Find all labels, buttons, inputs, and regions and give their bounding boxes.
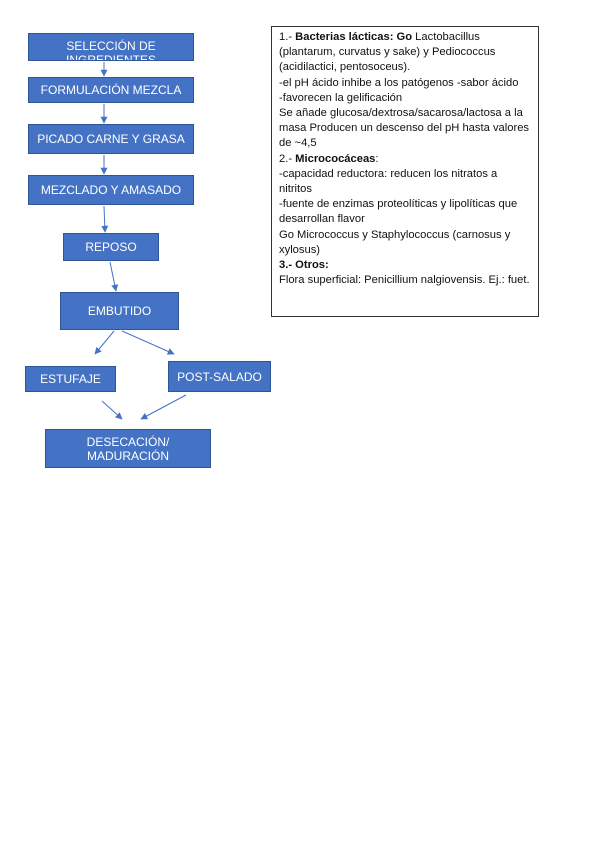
step-label-line: INGREDIENTES [65,53,156,61]
section-title: 3.- Otros: [279,259,329,271]
step-label: MEZCLADO Y AMASADO [40,183,182,197]
step-label-line: DESECACIÓN/ [86,434,170,449]
step-label: PICADO CARNE Y GRASA [37,132,185,146]
note-line: -favorecen la gelificación [279,91,403,104]
step-label: FORMULACIÓN MEZCLA [40,83,182,97]
section-intro: Lactobacillus (plantarum, curvatus y sak… [279,31,496,74]
step-picado-carne-grasa: PICADO CARNE Y GRASA [28,124,194,154]
arrow-embutido-to-post-salado [121,330,175,355]
step-reposo: REPOSO [63,233,159,261]
step-label: ESTUFAJE [40,372,101,386]
step-label: POST-SALADO [177,369,262,384]
arrow-estufaje-to-desecacion [101,400,123,420]
section-otros-heading: 3.- Otros: [279,258,531,273]
notes-textbox: 1.- Bacterias lácticas: Go Lactobacillus… [271,26,539,317]
step-label: EMBUTIDO [87,304,152,318]
arrow-reposo-to-embutido [109,261,119,292]
note-line: -el pH ácido inhibe a los patógenos -sab… [279,76,519,89]
section-title-text: Otros: [295,259,329,272]
step-label: REPOSO [85,240,137,254]
step-label-line: MADURACIÓN [86,448,169,463]
section-number: 3.- [279,259,296,272]
section-title: Micrococáceas [295,152,376,165]
step-label: DESECACIÓN/ MADURACIÓN [87,435,170,463]
step-seleccion-ingredientes: SELECCIÓN DE INGREDIENTES [28,33,194,61]
section-colon: : [375,152,379,165]
note-line: -fuente de enzimas proteolíticas y lipol… [279,198,518,226]
section-number: 2.- [279,152,296,165]
step-desecacion-maduracion: DESECACIÓN/ MADURACIÓN [45,429,211,468]
step-mezclado-amasado: MEZCLADO Y AMASADO [28,175,194,205]
note-line: Se añade glucosa/dextrosa/sacarosa/lacto… [279,107,530,150]
section-micrococaceas-heading: 2.- Micrococáceas: [279,152,531,167]
arrow-post-salado-to-desecacion [140,394,187,420]
step-post-salado: POST-SALADO [168,361,271,392]
step-embutido: EMBUTIDO [60,292,179,330]
step-estufaje: ESTUFAJE [25,366,116,392]
step-label-line: SELECCIÓN DE [66,39,156,53]
section-bacterias-lacticas-heading: 1.- Bacterias lácticas: Go Lactobacillus… [279,30,531,76]
section-number: 1.- [279,31,296,43]
step-label: SELECCIÓN DE INGREDIENTES [65,39,156,61]
arrow-embutido-to-estufaje [94,330,115,355]
note-line: -capacidad reductora: reducen los nitrat… [279,167,498,196]
note-line: Flora superficial: Penicillium nalgioven… [279,274,530,287]
step-formulacion-mezcla: FORMULACIÓN MEZCLA [28,77,194,103]
section-title: Bacterias lácticas: Go [295,31,413,43]
note-line: Go Micrococcus y Staphylococcus (carnosu… [279,228,511,256]
arrow-mezclado-to-reposo [101,205,109,233]
